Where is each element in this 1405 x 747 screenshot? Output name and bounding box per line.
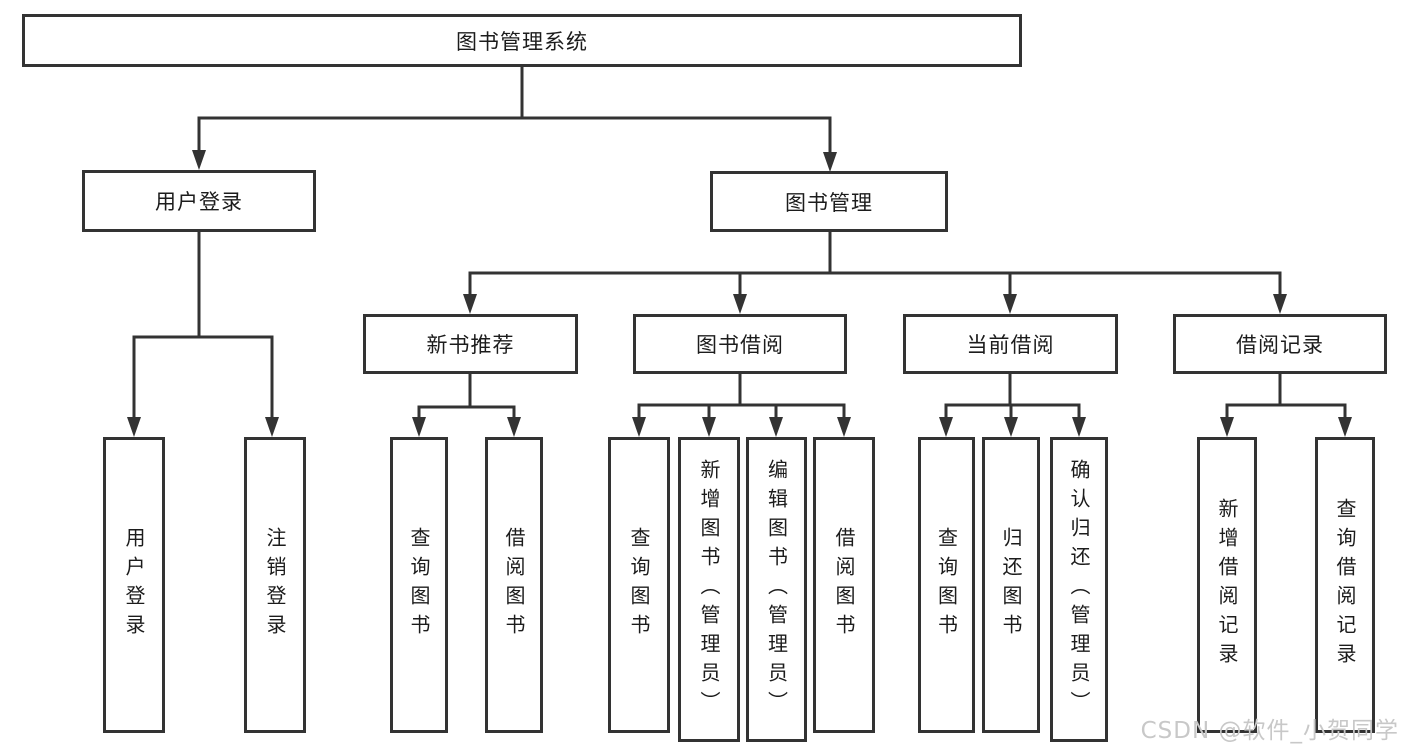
leaf-edit-book-admin: 编辑图书（管理员） xyxy=(746,437,807,742)
leaf-query-borrow-record: 查询借阅记录 xyxy=(1315,437,1375,733)
node-borrowing-records: 借阅记录 xyxy=(1173,314,1387,374)
leaf-add-borrow-record-label: 新增借阅记录 xyxy=(1215,498,1239,672)
node-book-management: 图书管理 xyxy=(710,171,948,232)
leaf-user-login-label: 用户登录 xyxy=(122,527,146,643)
leaf-confirm-return-admin: 确认归还（管理员） xyxy=(1050,437,1108,742)
arrowheads xyxy=(127,150,1352,437)
leaf-logout-label: 注销登录 xyxy=(263,527,287,643)
leaf-borrow-books-borrowing-label: 借阅图书 xyxy=(832,527,856,643)
node-book-management-label: 图书管理 xyxy=(785,190,873,215)
leaf-query-books-borrowing-label: 查询图书 xyxy=(627,527,651,643)
node-new-book-recommend-label: 新书推荐 xyxy=(426,333,515,357)
leaf-query-books-borrowing: 查询图书 xyxy=(608,437,670,733)
leaf-borrow-books-borrowing: 借阅图书 xyxy=(813,437,875,733)
leaf-add-book-admin: 新增图书（管理员） xyxy=(678,437,740,742)
leaf-return-book-label: 归还图书 xyxy=(999,527,1023,643)
node-borrowing-records-label: 借阅记录 xyxy=(1236,333,1324,357)
leaf-query-books-current: 查询图书 xyxy=(918,437,975,733)
node-current-borrowing-label: 当前借阅 xyxy=(966,333,1055,357)
leaf-logout: 注销登录 xyxy=(244,437,306,733)
leaf-query-borrow-record-label: 查询借阅记录 xyxy=(1333,498,1357,672)
node-user-login-label: 用户登录 xyxy=(155,190,243,214)
leaf-borrow-books-recommend-label: 借阅图书 xyxy=(502,527,526,643)
leaf-add-borrow-record: 新增借阅记录 xyxy=(1197,437,1257,733)
node-book-borrowing-label: 图书借阅 xyxy=(696,333,784,357)
leaf-borrow-books-recommend: 借阅图书 xyxy=(485,437,543,733)
node-book-borrowing: 图书借阅 xyxy=(633,314,847,374)
csdn-watermark: CSDN @软件_小贺同学 xyxy=(1140,718,1399,744)
node-current-borrowing: 当前借阅 xyxy=(903,314,1118,374)
leaf-query-books-recommend: 查询图书 xyxy=(390,437,448,733)
node-root: 图书管理系统 xyxy=(22,14,1022,67)
leaf-query-books-recommend-label: 查询图书 xyxy=(407,527,431,643)
node-root-label: 图书管理系统 xyxy=(456,29,588,54)
leaf-add-book-admin-label: 新增图书（管理员） xyxy=(697,459,721,720)
leaf-user-login: 用户登录 xyxy=(103,437,165,733)
node-new-book-recommend: 新书推荐 xyxy=(363,314,578,374)
leaf-edit-book-admin-label: 编辑图书（管理员） xyxy=(764,459,789,720)
leaf-query-books-current-label: 查询图书 xyxy=(934,527,959,643)
leaf-confirm-return-admin-label: 确认归还（管理员） xyxy=(1067,459,1091,720)
node-user-login: 用户登录 xyxy=(82,170,316,232)
leaf-return-book: 归还图书 xyxy=(982,437,1040,733)
